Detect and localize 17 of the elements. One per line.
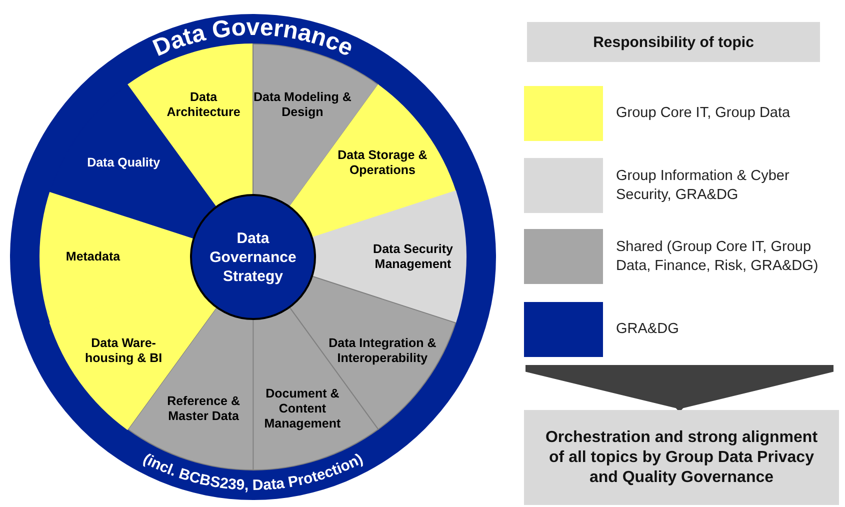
- legend-label: Shared (Group Core IT, Group Data, Finance, Risk, GRA&DG): [616, 238, 820, 276]
- legend-label: Group Information & Cyber Security, GRA&DG: [616, 166, 790, 204]
- segment-label: Data Quality: [86, 155, 162, 170]
- segment-label: Data Ware- housing & BI: [84, 336, 164, 366]
- chevron-arrow: [526, 365, 834, 411]
- segment-label: Data Security Management: [372, 242, 454, 272]
- note-box: Orchestration and strong alignment of all topics by Group Data Privacy and Quality Governance: [524, 410, 839, 505]
- segment-label: Data Architecture: [166, 90, 242, 120]
- header-box: Responsibility of topic: [527, 22, 820, 62]
- segment-label: Data Modeling & Design: [252, 90, 352, 120]
- segment-label: Reference & Master Data: [166, 394, 242, 424]
- legend-label: GRA&DG: [616, 320, 680, 339]
- segment-label: Data Integration & Interoperability: [328, 336, 438, 366]
- segment-label: Data Storage & Operations: [336, 148, 428, 178]
- segment-label: Document & Content Management: [263, 386, 342, 432]
- segment-label: Metadata: [64, 249, 122, 264]
- legend-label: Group Core IT, Group Data: [616, 104, 792, 123]
